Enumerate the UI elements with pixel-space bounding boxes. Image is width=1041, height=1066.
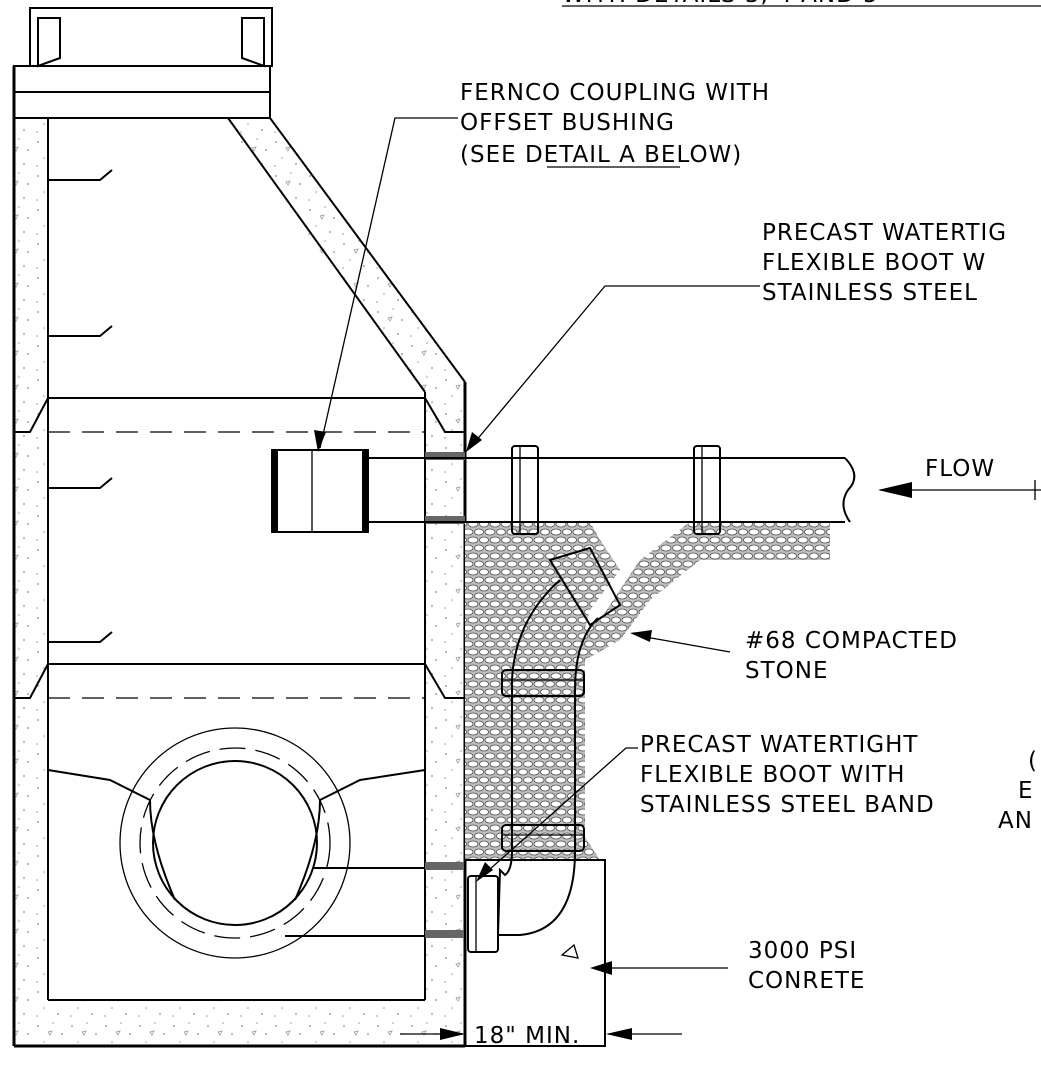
flow-label: FLOW	[925, 456, 995, 482]
boot-upper-label-1: PRECAST WATERTIG	[762, 220, 1007, 246]
boot-lower-label-3: STAINLESS STEEL BAND	[640, 792, 935, 818]
compacted-stone-fill	[465, 522, 830, 860]
clipped-label-2: E	[1018, 778, 1034, 804]
boot-upper-label-2: FLEXIBLE BOOT W	[762, 250, 986, 276]
fernco-label-3: (SEE DETAIL A BELOW)	[460, 142, 742, 168]
leader-lines	[314, 5, 1041, 1040]
boot-upper-label-3: STAINLESS STEEL	[762, 280, 978, 306]
fernco-label-1: FERNCO COUPLING WITH	[460, 80, 770, 106]
inlet-pipe-upper	[271, 445, 856, 535]
concrete-label-2: CONRETE	[748, 968, 865, 994]
manhole-structure	[12, 7, 467, 1048]
stone-label-1: #68 COMPACTED	[745, 628, 958, 654]
fernco-label-2: OFFSET BUSHING	[460, 110, 675, 136]
clipped-label-1: (	[1028, 748, 1038, 774]
concrete-label-1: 3000 PSI	[748, 938, 857, 964]
stone-label-2: STONE	[745, 658, 829, 684]
header-note: WITH DETAILS 3, 4 AND 5	[562, 0, 879, 8]
clipped-label-3: AN	[998, 808, 1033, 834]
dimension-label: 18" MIN.	[474, 1023, 580, 1049]
drop-pipe	[464, 546, 622, 1047]
boot-lower-label-2: FLEXIBLE BOOT WITH	[640, 762, 905, 788]
labels: WITH DETAILS 3, 4 AND 5 FERNCO COUPLING …	[460, 0, 1038, 1049]
boot-lower-label-1: PRECAST WATERTIGHT	[640, 732, 918, 758]
